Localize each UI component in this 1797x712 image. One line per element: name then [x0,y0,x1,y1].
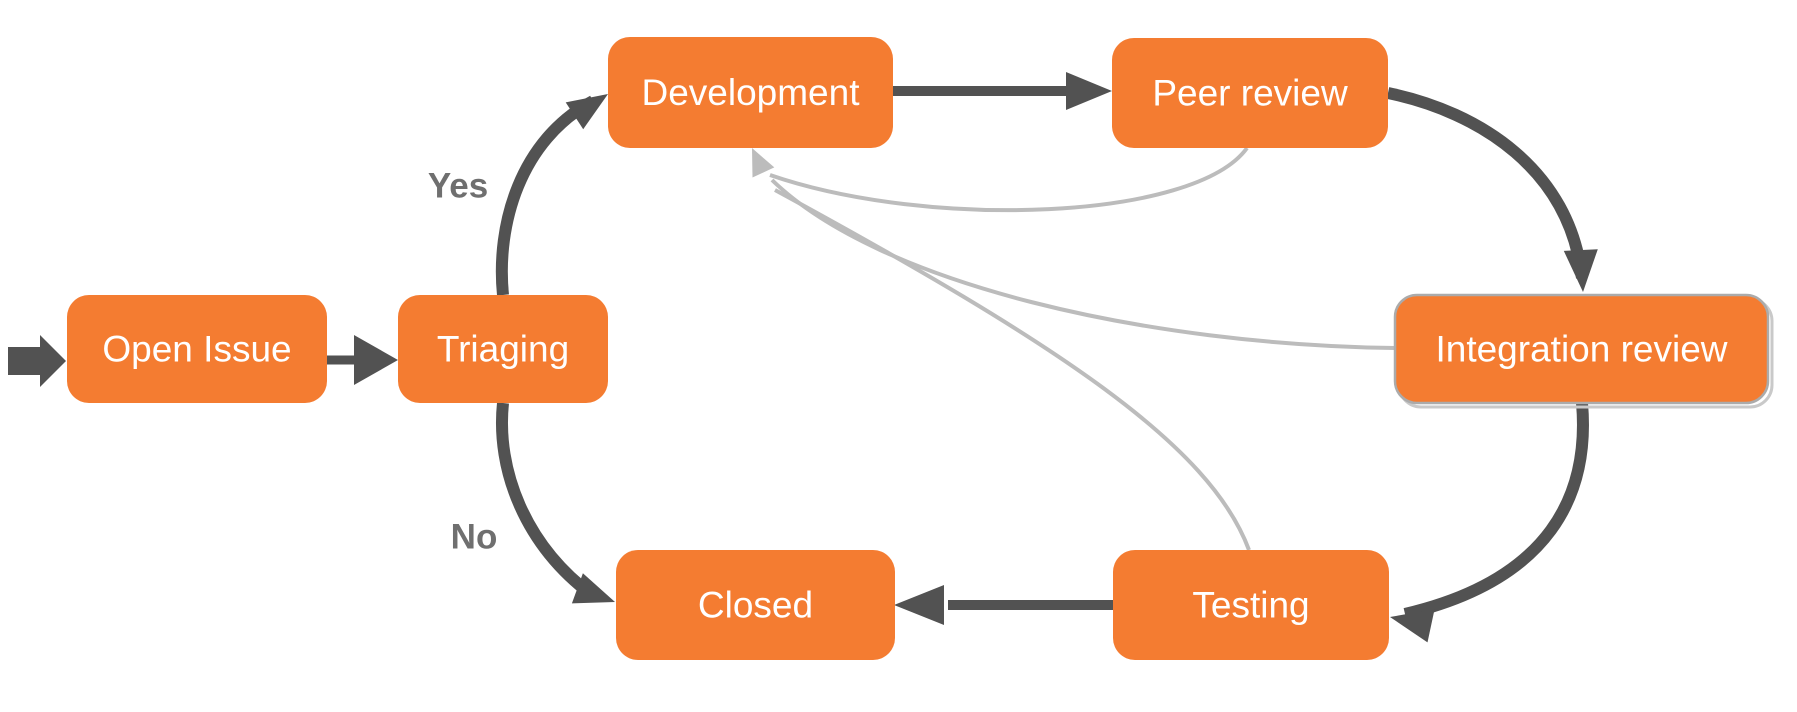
arrowhead-peer-review-to-integration-review [1563,249,1598,292]
edge-development-to-peer-review [893,72,1112,110]
arrowhead-triaging-to-development [565,94,608,130]
node-label-open-issue: Open Issue [102,329,291,370]
node-open-issue: Open Issue [67,295,327,403]
edge-testing-to-development [774,188,1251,551]
edge-integration-review-to-testing [1390,402,1589,643]
node-triaging: Triaging [398,295,608,403]
arrowhead-peer-review-to-development [752,148,775,178]
edge-peer-review-to-development [752,146,1249,213]
node-label-closed: Closed [698,585,813,626]
arrowhead-development-to-peer-review [1066,72,1112,110]
no-label: No [451,518,498,557]
edge-start-to-open-issue [8,335,66,387]
edge-testing-to-closed [894,585,1113,625]
node-label-integration-review: Integration review [1435,329,1727,370]
edge-open-issue-to-triaging [327,335,398,385]
edge-peer-review-to-integration-review [1386,87,1598,292]
edge-integration-review-to-development [770,178,1396,350]
arrowhead-start-to-open-issue [40,335,66,387]
node-testing: Testing [1113,550,1389,660]
node-peer-review: Peer review [1112,38,1388,148]
edge-triaging-to-closed [496,402,615,604]
node-development: Development [608,37,893,148]
edge-triaging-to-development [495,94,608,296]
nodes-layer: Open Issue Triaging Development Peer review… [67,37,1774,660]
node-label-peer-review: Peer review [1152,73,1348,114]
arrowhead-integration-review-to-testing [1390,609,1435,643]
node-closed: Closed [616,550,895,660]
node-label-testing: Testing [1192,585,1309,626]
arrowhead-testing-to-closed [894,585,944,625]
node-integration-review: Integration review [1393,293,1774,409]
arrowhead-triaging-to-closed [571,573,615,604]
edges-layer [8,72,1598,643]
yes-label: Yes [428,167,488,206]
node-label-triaging: Triaging [437,329,569,370]
node-label-development: Development [641,72,860,113]
arrowhead-open-issue-to-triaging [354,335,398,385]
